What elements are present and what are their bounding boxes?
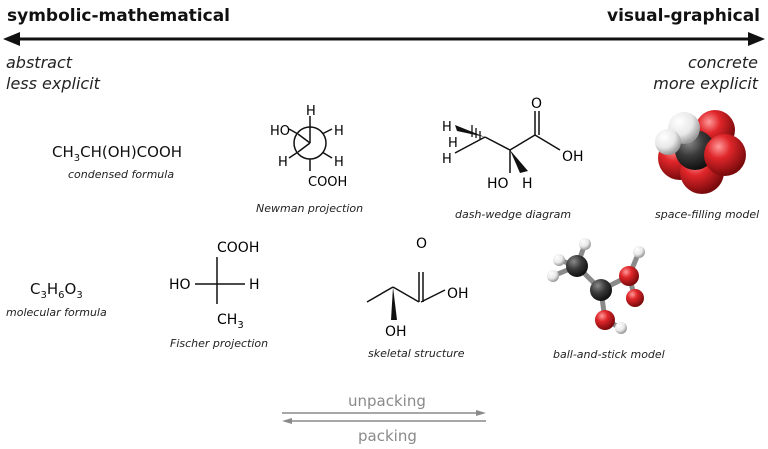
newman-cooh: COOH — [308, 175, 347, 190]
dw-o: O — [531, 96, 542, 112]
caption-newman: Newman projection — [256, 202, 364, 215]
attr-more-explicit: more explicit — [653, 74, 758, 93]
dw-h-bottom: H — [522, 176, 533, 192]
caption-dash-wedge: dash-wedge diagram — [455, 208, 572, 221]
fischer-h: H — [249, 277, 260, 293]
caption-skeletal: skeletal structure — [368, 347, 465, 360]
newman-h-top: H — [306, 104, 316, 119]
space-filling-model — [655, 110, 746, 194]
axis-arrow — [3, 32, 765, 46]
newman-projection: HO H H H H COOH — [270, 104, 347, 190]
fischer-projection: COOH HO H CH3 — [169, 240, 260, 331]
skeletal-oh-bottom: OH — [385, 324, 407, 340]
dw-oh: OH — [562, 149, 584, 165]
newman-h-left: H — [278, 155, 288, 170]
dash-wedge-diagram: H H H O OH HO H — [442, 96, 584, 192]
dw-h-top: H — [442, 120, 452, 135]
axis-left-label: symbolic-mathematical — [7, 6, 231, 26]
skeletal-oh-right: OH — [447, 286, 469, 302]
fischer-cooh: COOH — [217, 240, 259, 256]
fischer-ch3: CH3 — [217, 312, 244, 331]
newman-h-upper-right: H — [334, 124, 344, 139]
attr-less-explicit: less explicit — [6, 74, 100, 93]
process-arrows — [282, 410, 486, 424]
newman-h-lower-right: H — [334, 155, 344, 170]
caption-ball-and-stick: ball-and-stick model — [553, 348, 665, 361]
condensed-formula: CH3CH(OH)COOH — [52, 143, 183, 164]
fischer-ho: HO — [169, 277, 191, 293]
dw-h-mid: H — [448, 136, 458, 151]
left-attributes: abstract less explicit — [6, 52, 100, 94]
caption-molecular-formula: molecular formula — [6, 306, 107, 319]
unpacking-label: unpacking — [348, 392, 426, 410]
attr-abstract: abstract — [6, 53, 73, 72]
attr-concrete: concrete — [687, 53, 758, 72]
caption-space-filling: space-filling model — [655, 208, 760, 221]
dw-ho: HO — [487, 176, 509, 192]
right-attributes: concrete more explicit — [653, 52, 758, 94]
caption-condensed-formula: condensed formula — [68, 168, 175, 181]
molecular-formula: C3H6O3 — [30, 280, 83, 301]
newman-ho: HO — [270, 124, 290, 139]
axis-right-label: visual-graphical — [607, 6, 760, 26]
skeletal-structure: O OH OH — [366, 236, 469, 340]
caption-fischer: Fischer projection — [170, 337, 269, 350]
dw-h-low: H — [442, 152, 452, 167]
skeletal-o: O — [416, 236, 427, 252]
packing-label: packing — [358, 427, 417, 445]
ball-and-stick-model — [547, 238, 645, 334]
